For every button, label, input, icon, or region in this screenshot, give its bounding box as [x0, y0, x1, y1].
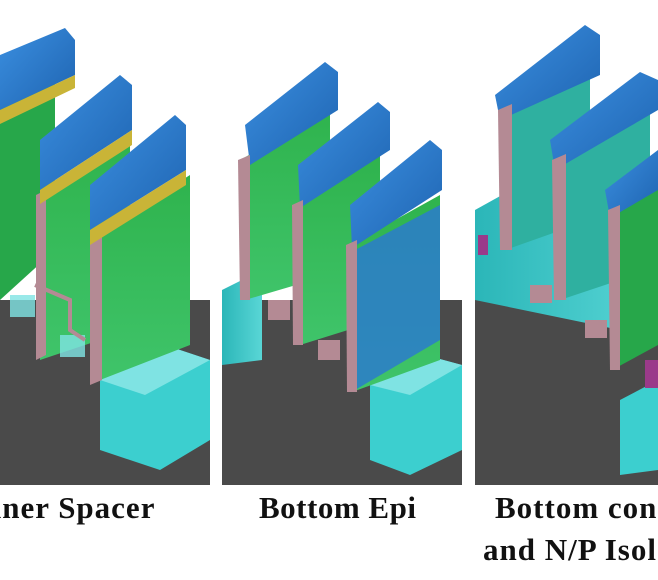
panel-divider [212, 0, 220, 485]
inner-spacer-outline [34, 283, 87, 342]
spacer-pink [90, 232, 102, 385]
spacer-pink [346, 240, 357, 392]
caption-bottom-epi: Bottom Epi [259, 490, 417, 525]
panel-bottom-contact [475, 25, 658, 485]
gate-cap [550, 72, 658, 170]
gate-cap [40, 75, 132, 190]
bottom-contact [530, 285, 552, 303]
gate-cap [605, 150, 658, 218]
spacer-pink [552, 154, 566, 300]
bottom-epi [318, 340, 340, 360]
yellow-band [90, 170, 186, 245]
gate-cap [245, 62, 338, 165]
spacer-pink [498, 104, 512, 250]
panel-divider [464, 0, 473, 485]
bottom-contact [585, 320, 607, 338]
gate-cap [0, 28, 75, 110]
spacer-pink [36, 190, 46, 360]
gate-cap [90, 115, 186, 230]
bottom-contact [478, 235, 488, 255]
fin-base-top [370, 355, 462, 395]
caption-inner-spacer: nner Spacer [0, 490, 156, 525]
spacer-pink [608, 205, 620, 370]
spacer-pink [292, 200, 303, 345]
caption-bottom-contact-line1: Bottom con [495, 490, 658, 525]
gate-cap-front [355, 205, 440, 390]
gate-cap [495, 25, 600, 120]
np-isolation [645, 360, 658, 388]
cyan-fill [620, 380, 658, 475]
fin-base-top [100, 345, 210, 395]
inner-spacer-notch [10, 295, 35, 317]
yellow-band [40, 130, 132, 204]
gate-side [610, 185, 658, 370]
bottom-epi [268, 300, 290, 320]
panel-bottom-epi [222, 62, 462, 485]
inner-spacer-notch [60, 335, 85, 357]
caption-bottom-contact-line2: and N/P Isol [483, 532, 657, 567]
panel-inner-spacer [0, 28, 210, 485]
spacer-pink [238, 155, 250, 300]
yellow-band [0, 75, 75, 124]
gate-cap [350, 140, 442, 248]
gate-cap [298, 102, 390, 208]
